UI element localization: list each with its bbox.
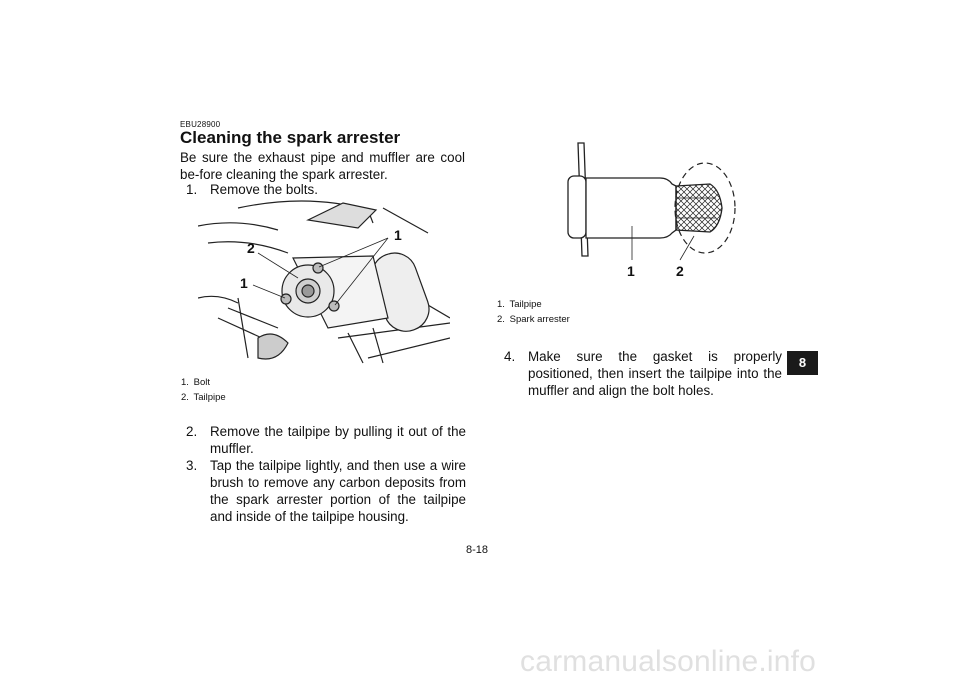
- figure2-captions: 1. Tailpipe 2. Spark arrester: [497, 298, 570, 327]
- intro-paragraph: Be sure the exhaust pipe and muffler are…: [180, 150, 465, 182]
- step-number: 3.: [186, 458, 198, 473]
- step-text: Tap the tailpipe lightly, and then use a…: [210, 458, 466, 524]
- step-4: 4. Make sure the gasket is properly posi…: [504, 348, 782, 399]
- callout-bolt-top: 1: [394, 227, 402, 243]
- caption-bolt: 1. Bolt: [181, 377, 211, 388]
- step-text: Remove the bolts.: [210, 182, 318, 197]
- caption-spark-arrester: 2. Spark arrester: [497, 313, 570, 325]
- figure1-captions: 1. Bolt 2. Tailpipe: [181, 376, 226, 405]
- step-1: 1. Remove the bolts.: [186, 181, 466, 198]
- watermark: carmanualsonline.info: [520, 645, 817, 678]
- callout-bolt-left: 1: [240, 275, 248, 291]
- step-3: 3. Tap the tailpipe lightly, and then us…: [186, 457, 466, 525]
- section-code: EBU28900: [180, 120, 221, 129]
- caption-tailpipe: 1. Tailpipe: [497, 299, 542, 310]
- callout-tailpipe: 2: [247, 240, 255, 256]
- section-title: Cleaning the spark arrester: [180, 128, 401, 147]
- caption-tailpipe: 2. Tailpipe: [181, 391, 226, 403]
- step-text: Make sure the gasket is properly positio…: [528, 349, 782, 398]
- step-2: 2. Remove the tailpipe by pulling it out…: [186, 423, 466, 457]
- step-number: 4.: [504, 349, 516, 364]
- step-number: 1.: [186, 182, 198, 197]
- step-text: Remove the tailpipe by pulling it out of…: [210, 424, 466, 456]
- tailpipe-illustration: 1 2: [567, 142, 736, 279]
- step-number: 2.: [186, 424, 198, 439]
- page-number: 8-18: [466, 544, 489, 556]
- callout-tailpipe: 1: [627, 263, 635, 279]
- muffler-bolts-illustration: 1 2 1: [198, 200, 450, 364]
- callout-spark-arrester: 2: [676, 263, 684, 279]
- chapter-tab: 8: [787, 351, 818, 375]
